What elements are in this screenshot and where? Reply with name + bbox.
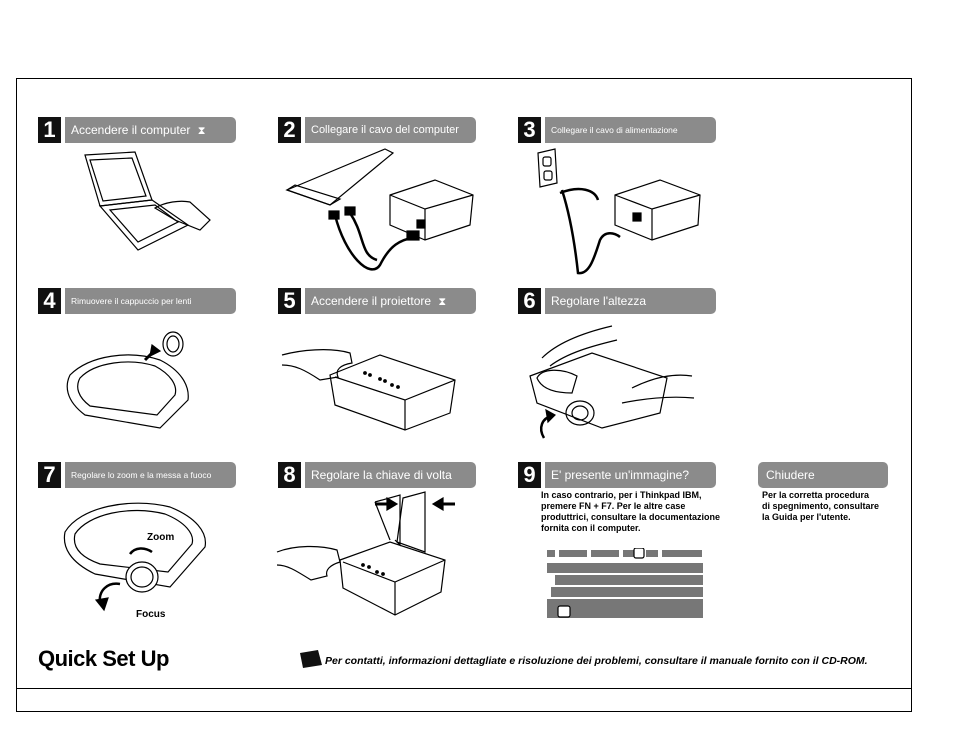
- step-7-header: 7 Regolare lo zoom e la messa a fuoco: [38, 462, 236, 488]
- step-5-number: 5: [278, 288, 301, 314]
- step-1-number: 1: [38, 117, 61, 143]
- step-6-label: Regolare l'altezza: [545, 288, 716, 314]
- book-icon: [300, 650, 322, 668]
- height-adjust-illustration: [522, 318, 697, 443]
- step-5-header: 5 Accendere il proiettore ⧗: [278, 288, 476, 314]
- quick-set-up-title: Quick Set Up: [38, 646, 169, 671]
- zoom-label: Zoom: [147, 532, 175, 543]
- focus-label: Focus: [136, 609, 166, 620]
- step-7-label: Regolare lo zoom e la messa a fuoco: [65, 462, 236, 488]
- laptop-illustration: [60, 150, 220, 260]
- step-8-header: 8 Regolare la chiave di volta: [278, 462, 476, 488]
- close-line: di spegnimento, consultare: [762, 501, 880, 511]
- step-8-number: 8: [278, 462, 301, 488]
- step-2-number: 2: [278, 117, 301, 143]
- step-3-header: 3 Collegare il cavo di alimentazione: [518, 117, 716, 143]
- step-5-label: Accendere il proiettore: [311, 294, 432, 308]
- zoom-focus-illustration: Zoom Focus: [60, 492, 210, 624]
- step-9-line: produttrici, consultare la documentazion…: [541, 512, 721, 522]
- hourglass-icon: ⧗: [438, 296, 447, 308]
- lens-cap-illustration: [60, 330, 200, 440]
- step-6-header: 6 Regolare l'altezza: [518, 288, 716, 314]
- keyboard-illustration: [547, 548, 707, 620]
- step-9-line: fornita con il computer.: [541, 523, 641, 533]
- step-9-text: In caso contrario, per i Thinkpad IBM, p…: [541, 490, 749, 534]
- contact-text: Per contatti, informazioni dettagliate e…: [325, 655, 868, 667]
- close-header: Chiudere: [758, 462, 888, 488]
- step-2-header: 2 Collegare il cavo del computer: [278, 117, 476, 143]
- step-3-number: 3: [518, 117, 541, 143]
- step-3-label: Collegare il cavo di alimentazione: [545, 117, 716, 143]
- power-on-illustration: [280, 335, 465, 435]
- step-4-label: Rimuovere il cappuccio per lenti: [65, 288, 236, 314]
- step-9-number: 9: [518, 462, 541, 488]
- step-6-number: 6: [518, 288, 541, 314]
- power-cable-illustration: [530, 145, 705, 280]
- cable-illustration: [285, 145, 475, 280]
- close-line: Per la corretta procedura: [762, 490, 870, 500]
- step-7-number: 7: [38, 462, 61, 488]
- step-9-line: In caso contrario, per i Thinkpad IBM,: [541, 490, 702, 500]
- close-text: Per la corretta procedura di spegnimento…: [762, 490, 902, 523]
- page-frame: [16, 78, 912, 712]
- step-9-header: 9 E' presente un'immagine?: [518, 462, 716, 488]
- keystone-illustration: [275, 490, 470, 620]
- step-9-line: premere FN + F7. Per le altre case: [541, 501, 686, 511]
- footer-divider: [16, 688, 912, 689]
- step-1-label: Accendere il computer: [71, 123, 191, 137]
- step-2-label: Collegare il cavo del computer: [305, 117, 476, 143]
- step-4-number: 4: [38, 288, 61, 314]
- step-1-header: 1 Accendere il computer ⧗: [38, 117, 236, 143]
- hourglass-icon: ⧗: [197, 125, 206, 137]
- close-line: la Guida per l'utente.: [762, 512, 851, 522]
- step-8-label: Regolare la chiave di volta: [305, 462, 476, 488]
- step-9-label: E' presente un'immagine?: [545, 462, 716, 488]
- step-4-header: 4 Rimuovere il cappuccio per lenti: [38, 288, 236, 314]
